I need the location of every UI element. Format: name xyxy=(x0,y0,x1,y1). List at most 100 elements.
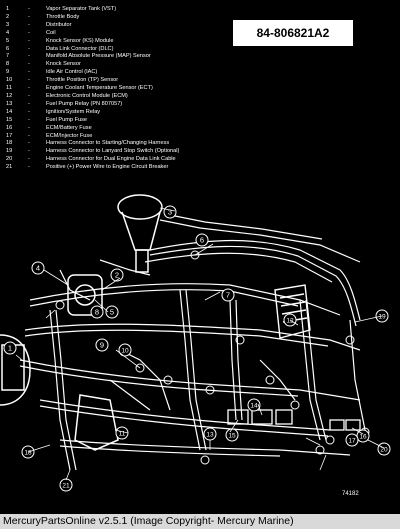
legend-text: Engine Coolant Temperature Sensor (ECT) xyxy=(46,85,153,92)
legend-number: 20 xyxy=(6,156,13,163)
callout-label: 19 xyxy=(378,314,386,321)
legend-number: 12 xyxy=(6,92,13,99)
callout-6: 6 xyxy=(195,233,209,247)
callout-label: 10 xyxy=(121,348,129,355)
legend-text: Positive (+) Power Wire to Engine Circui… xyxy=(46,164,169,171)
legend-text: Vapor Separator Tank (VST) xyxy=(46,6,117,12)
legend-dash: - xyxy=(28,21,30,28)
callout-label: 3 xyxy=(168,208,172,217)
legend-item: 2-Throttle Body xyxy=(6,14,179,22)
legend-number: 21 xyxy=(6,164,13,171)
legend-item: 18 - Harness Connector to Starting/Changin… xyxy=(6,140,179,148)
legend-item: 1 - Vapor Separator Tank (VST) xyxy=(6,6,179,14)
legend-text: Knock Sensor xyxy=(46,61,81,68)
vapor-separator-tank xyxy=(74,394,119,451)
callout-10: 10 xyxy=(118,343,132,357)
legend-item: 21-Positive (+) Power Wire to Engine Cir… xyxy=(6,164,179,172)
part-number: 84-806821A2 xyxy=(256,26,330,40)
legend-item: 15-Fuel Pump Fuse xyxy=(6,117,179,125)
legend-number: 4 xyxy=(6,29,10,36)
callout-label: 4 xyxy=(36,264,40,273)
legend-number: 5 xyxy=(6,37,10,44)
callout-label: 18 xyxy=(24,450,32,457)
legend-text: Manifold Absolute Pressure (MAP) Sensor xyxy=(46,53,151,60)
legend-text: Idle Air Control (IAC) xyxy=(46,69,98,76)
legend-text: Data Link Connector (DLC) xyxy=(46,45,114,52)
legend-item: 6-Data Link Connector (DLC) xyxy=(6,46,179,54)
callout-4: 4 xyxy=(31,261,45,275)
callout-label: 16 xyxy=(359,434,367,441)
legend-text: Fuel Pump Relay (PN 807057) xyxy=(46,100,123,107)
callout-label: 21 xyxy=(62,483,70,490)
legend-text: Distributor xyxy=(46,21,72,28)
callout-label: 15 xyxy=(228,433,236,440)
legend-item: 8 - Knock Sensor xyxy=(6,61,179,69)
callout-circle xyxy=(3,341,17,355)
legend-text: Harness Connector to Lanyard Stop Switch… xyxy=(46,148,180,155)
legend-number: 19 xyxy=(6,148,13,155)
legend-dash: - xyxy=(28,45,30,52)
legend-item: 20 - Harness Connector for Dual Engine Dat… xyxy=(6,156,179,164)
legend-number: 14 xyxy=(6,108,13,115)
legend-number: 16 xyxy=(6,124,13,131)
legend-dash: - xyxy=(28,100,30,107)
legend-item: 13-Fuel Pump Relay (PN 807057) xyxy=(6,101,179,109)
callout-label: 1 xyxy=(8,344,12,353)
legend-item: 9-Idle Air Control (IAC) xyxy=(6,69,179,77)
legend-number: 8 xyxy=(6,61,10,68)
callout-7: 7 xyxy=(221,288,235,302)
callout-9: 9 xyxy=(95,338,109,352)
callout-17: 17 xyxy=(345,433,359,447)
callout-8: 8 xyxy=(90,305,104,319)
legend-number: 18 xyxy=(6,140,13,147)
legend-dash: - xyxy=(28,156,30,163)
legend-text: Knock Sensor (KS) Module xyxy=(46,37,114,44)
callout-circle xyxy=(221,288,235,302)
legend-item: 10-Throttle Position (TP) Sensor xyxy=(6,77,179,85)
callout-label: 11 xyxy=(119,431,126,438)
part-number-box: 84-806821A2 xyxy=(233,20,353,46)
callout-20: 20 xyxy=(377,442,391,456)
legend-number: 2 xyxy=(6,13,10,20)
callout-14: 14 xyxy=(247,398,261,412)
callout-11: 11 xyxy=(115,426,129,440)
callout-circle xyxy=(118,343,132,357)
callout-2: 2 xyxy=(110,268,124,282)
legend-dash: - xyxy=(28,61,30,68)
footer-copyright: MercuryPartsOnline v2.5.1 (Image Copyrig… xyxy=(0,514,400,529)
callout-label: 8 xyxy=(95,308,99,317)
legend-text: Harness Connector for Dual Engine Data L… xyxy=(46,156,176,163)
legend-item: 19-Harness Connector to Lanyard Stop Swi… xyxy=(6,148,179,156)
callout-label: 20 xyxy=(380,447,388,454)
legend-dash: - xyxy=(28,116,30,123)
legend-text: Ignition/System Relay xyxy=(46,108,101,115)
legend-number: 15 xyxy=(6,116,13,123)
leader-lines xyxy=(15,207,385,481)
legend-text: Coil xyxy=(46,29,56,36)
callout-circle xyxy=(377,442,391,456)
legend-dash: - xyxy=(28,92,30,99)
legend-dash: - xyxy=(28,13,30,20)
callout-label: 12 xyxy=(286,318,294,325)
callout-label: 5 xyxy=(110,308,114,317)
ecm-module xyxy=(274,284,311,339)
distributor xyxy=(117,194,163,273)
legend-number: 11 xyxy=(6,85,12,92)
legend-item: 11-Engine Coolant Temperature Sensor (EC… xyxy=(6,85,179,93)
legend-dash: - xyxy=(28,37,30,44)
callout-circle xyxy=(345,433,359,447)
legend-item: 16-ECM/Battery Fuse xyxy=(6,125,179,133)
legend-dash: - xyxy=(28,132,30,139)
callout-circle xyxy=(247,398,261,412)
callout-label: 7 xyxy=(226,291,230,300)
legend-item: 7-Manifold Absolute Pressure (MAP) Senso… xyxy=(6,53,179,61)
legend-dash: - xyxy=(28,124,30,131)
legend-dash: - xyxy=(28,77,30,84)
legend-dash: - xyxy=(28,6,30,12)
legend-dash: - xyxy=(28,140,30,147)
legend-text: Harness Connector to Starting/Changing H… xyxy=(46,140,170,147)
legend-number: 1 xyxy=(6,6,10,12)
callout-circle xyxy=(95,338,109,352)
